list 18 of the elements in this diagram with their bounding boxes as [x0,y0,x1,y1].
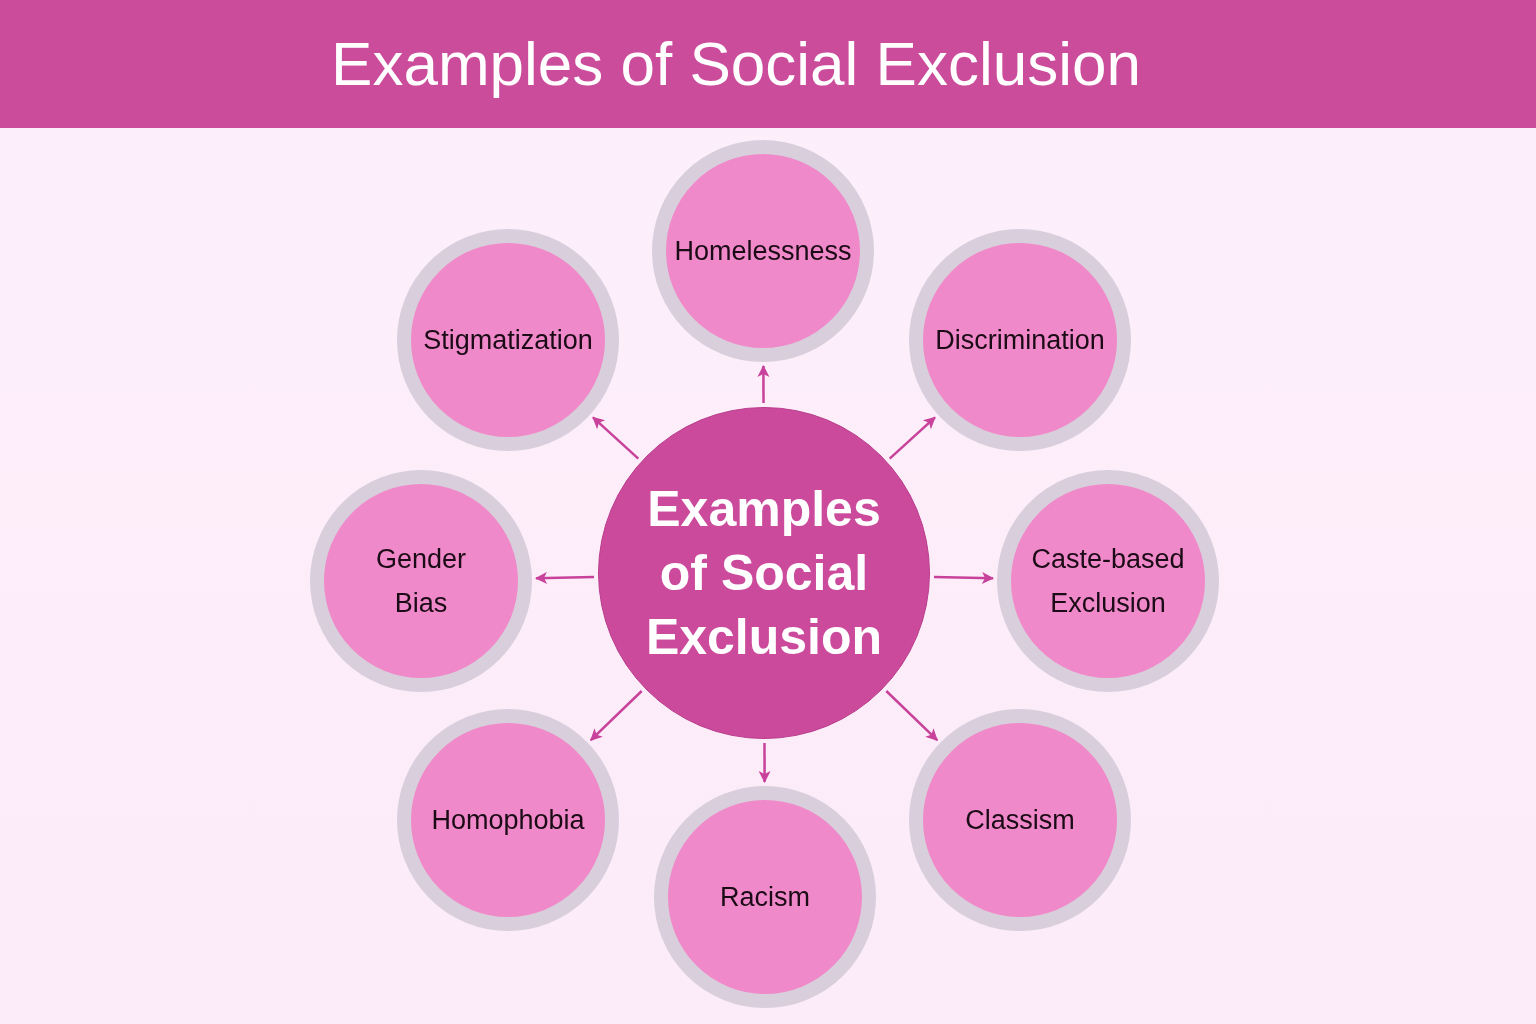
arrow [592,416,640,460]
hub-label: Examples of Social Exclusion [644,480,884,667]
arrow [888,416,936,460]
node-label: Discrimination [934,324,1106,357]
arrow [757,365,770,403]
node-label: Racism [719,881,811,914]
node-label: Caste-based Exclusion [1030,543,1186,620]
diagram-title: Examples of Social Exclusion [331,28,1141,100]
arrow [933,572,994,585]
arrow [885,690,939,742]
node-label: Stigmatization [422,324,594,357]
arrow [589,690,643,742]
arrow [758,743,771,783]
node-label: Homelessness [673,235,853,268]
node-label: Homophobia [430,804,586,837]
arrow [535,572,595,585]
node-label: Gender Bias [374,543,468,620]
node-label: Classism [964,804,1076,837]
